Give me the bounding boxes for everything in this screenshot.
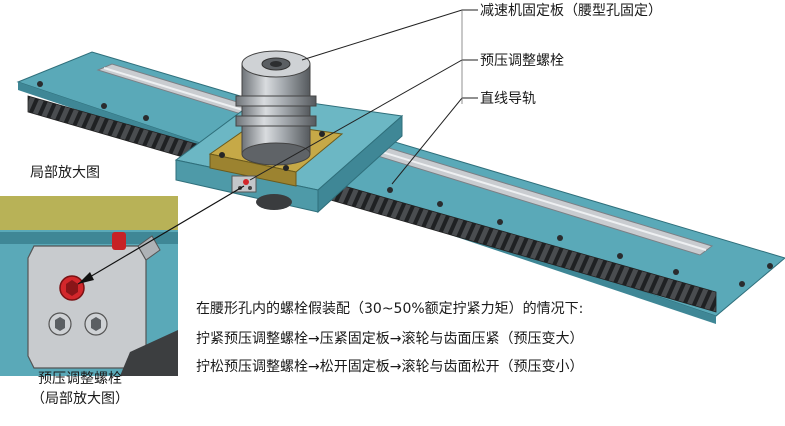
preload-bolt-red-small (243, 179, 249, 185)
rail-highlight (103, 67, 707, 251)
zoom-arrow (77, 185, 245, 285)
inset-caption-line2: （局部放大图） (31, 391, 129, 407)
callout-reducer-plate: 减速机固定板（腰型孔固定） (480, 3, 662, 19)
inset-caption-line1: 预压调整螺栓 (38, 371, 122, 387)
note-line-1: 在腰形孔内的螺栓假装配（30~50%额定拧紧力矩）的情况下: (196, 301, 584, 317)
reducer-mounting-plate-front (209, 153, 297, 187)
rail-bolts (37, 81, 773, 287)
zoom-arrow-head (78, 272, 94, 284)
plate-bolts (219, 131, 325, 171)
callout-preload-bolt: 预压调整螺栓 (480, 53, 564, 69)
detail-inset (0, 196, 178, 376)
carriage-plate-side (317, 114, 403, 214)
note-line-3: 拧松预压调整螺栓→松开固定板→滚轮与齿面松开（预压变小） (196, 359, 584, 375)
callout-linear-guide: 直线导轨 (480, 91, 536, 107)
note-line-2: 拧紧预压调整螺栓→压紧固定板→滚轮与齿面压紧（预压变大） (196, 331, 584, 347)
gear-reducer (235, 50, 317, 166)
pinion-gear (256, 194, 292, 210)
inset-title: 局部放大图 (30, 165, 100, 181)
callout-leaders (249, 9, 478, 185)
